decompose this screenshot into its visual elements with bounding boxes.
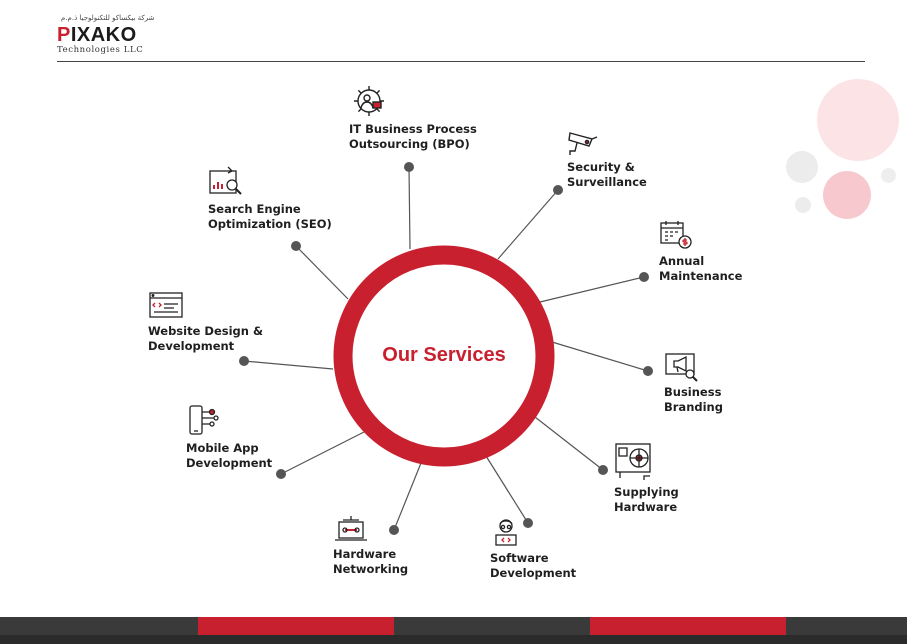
cctv-camera-icon xyxy=(568,132,598,155)
connector-line xyxy=(485,455,529,524)
service-label: Development xyxy=(490,566,577,580)
service-label: Supplying xyxy=(614,485,679,499)
connector-dot xyxy=(639,272,649,282)
service-label: IT Business Process xyxy=(349,122,477,136)
connector-dot xyxy=(553,185,563,195)
service-label: Mobile App xyxy=(186,441,259,455)
connector-dot xyxy=(404,162,414,172)
connector-dot xyxy=(389,525,399,535)
service-label: Hardware xyxy=(614,500,678,514)
service-label: Development xyxy=(186,456,273,470)
logo-arabic-name: شركة بيكساكو للتكنولوجيا ذ.م.م xyxy=(61,14,155,22)
service-label: Outsourcing (BPO) xyxy=(349,137,470,151)
footer-segment-dark xyxy=(0,617,198,635)
service-label: Security & xyxy=(567,160,635,174)
footer-bar xyxy=(0,617,907,644)
logo-wordmark: PIXAKO xyxy=(57,24,137,47)
connector-line xyxy=(393,462,422,531)
logo-name-rest: IXAKO xyxy=(70,24,137,46)
connector-dot xyxy=(239,356,249,366)
connector-dot xyxy=(643,366,653,376)
service-label: Website Design & xyxy=(148,324,263,338)
connector-dot xyxy=(291,241,301,251)
connector-line xyxy=(280,431,365,475)
service-software: Software Development xyxy=(490,518,576,581)
footer-segment-dark xyxy=(394,617,590,635)
service-seo: Search Engine Optimization (SEO) xyxy=(208,165,332,232)
service-label: Business xyxy=(664,385,722,399)
center-title: Our Services xyxy=(382,344,506,366)
service-website: Website Design & Development xyxy=(148,291,263,354)
megaphone-icon xyxy=(665,353,698,382)
service-label: Maintenance xyxy=(659,269,743,283)
service-label: Hardware xyxy=(333,547,397,561)
footer-segment-dark xyxy=(786,617,907,635)
service-label: Surveillance xyxy=(567,175,647,189)
connector-dot xyxy=(598,465,608,475)
decor-circle-tiny xyxy=(881,168,896,183)
footer-segment-red xyxy=(198,617,394,635)
service-hardware: Supplying Hardware xyxy=(614,442,679,515)
chart-magnifier-icon xyxy=(209,166,242,195)
cog-person-icon xyxy=(354,86,384,116)
service-networking: Hardware Networking xyxy=(333,514,408,577)
decor-circle-small xyxy=(795,197,811,213)
service-maintenance: Annual Maintenance xyxy=(659,219,742,284)
hardware-panel-icon xyxy=(615,443,651,480)
calendar-dollar-icon xyxy=(660,221,692,249)
service-label: Annual xyxy=(659,254,705,268)
footer-segment-red xyxy=(590,617,786,635)
connector-line xyxy=(539,276,645,303)
connector-dot xyxy=(523,518,533,528)
connector-line xyxy=(534,416,604,471)
service-label: Optimization (SEO) xyxy=(208,217,332,231)
connector-line xyxy=(497,189,559,260)
decor-circle-large xyxy=(817,79,899,161)
service-label: Search Engine xyxy=(208,202,301,216)
center-ring xyxy=(333,245,555,467)
connector-line xyxy=(295,245,349,300)
service-label: Networking xyxy=(333,562,409,576)
logo-initial: P xyxy=(57,24,71,46)
slide-page: شركة بيكساكو للتكنولوجيا ذ.م.م PIXAKO Te… xyxy=(0,0,907,617)
service-label: Branding xyxy=(664,400,723,414)
service-security: Security & Surveillance xyxy=(567,127,647,190)
service-label: Software xyxy=(490,551,549,565)
connector-line xyxy=(243,360,334,370)
code-window-icon xyxy=(149,292,183,318)
header-divider xyxy=(57,61,865,62)
service-mobile: Mobile App Development xyxy=(186,404,272,471)
connector-dot xyxy=(276,469,286,479)
service-label: Development xyxy=(148,339,235,353)
logo-tagline: Technologies LLC xyxy=(57,45,144,55)
connector-line xyxy=(408,166,411,250)
connector-line xyxy=(551,341,649,372)
decor-circle-medium xyxy=(823,171,871,219)
laptop-network-icon xyxy=(335,516,367,541)
developer-icon xyxy=(495,519,517,546)
decor-circle-grey xyxy=(786,151,818,183)
mobile-app-icon xyxy=(189,405,219,435)
service-branding: Business Branding xyxy=(664,352,723,415)
services-diagram xyxy=(239,162,653,535)
service-bpo: IT Business Process Outsourcing (BPO) xyxy=(349,83,477,152)
